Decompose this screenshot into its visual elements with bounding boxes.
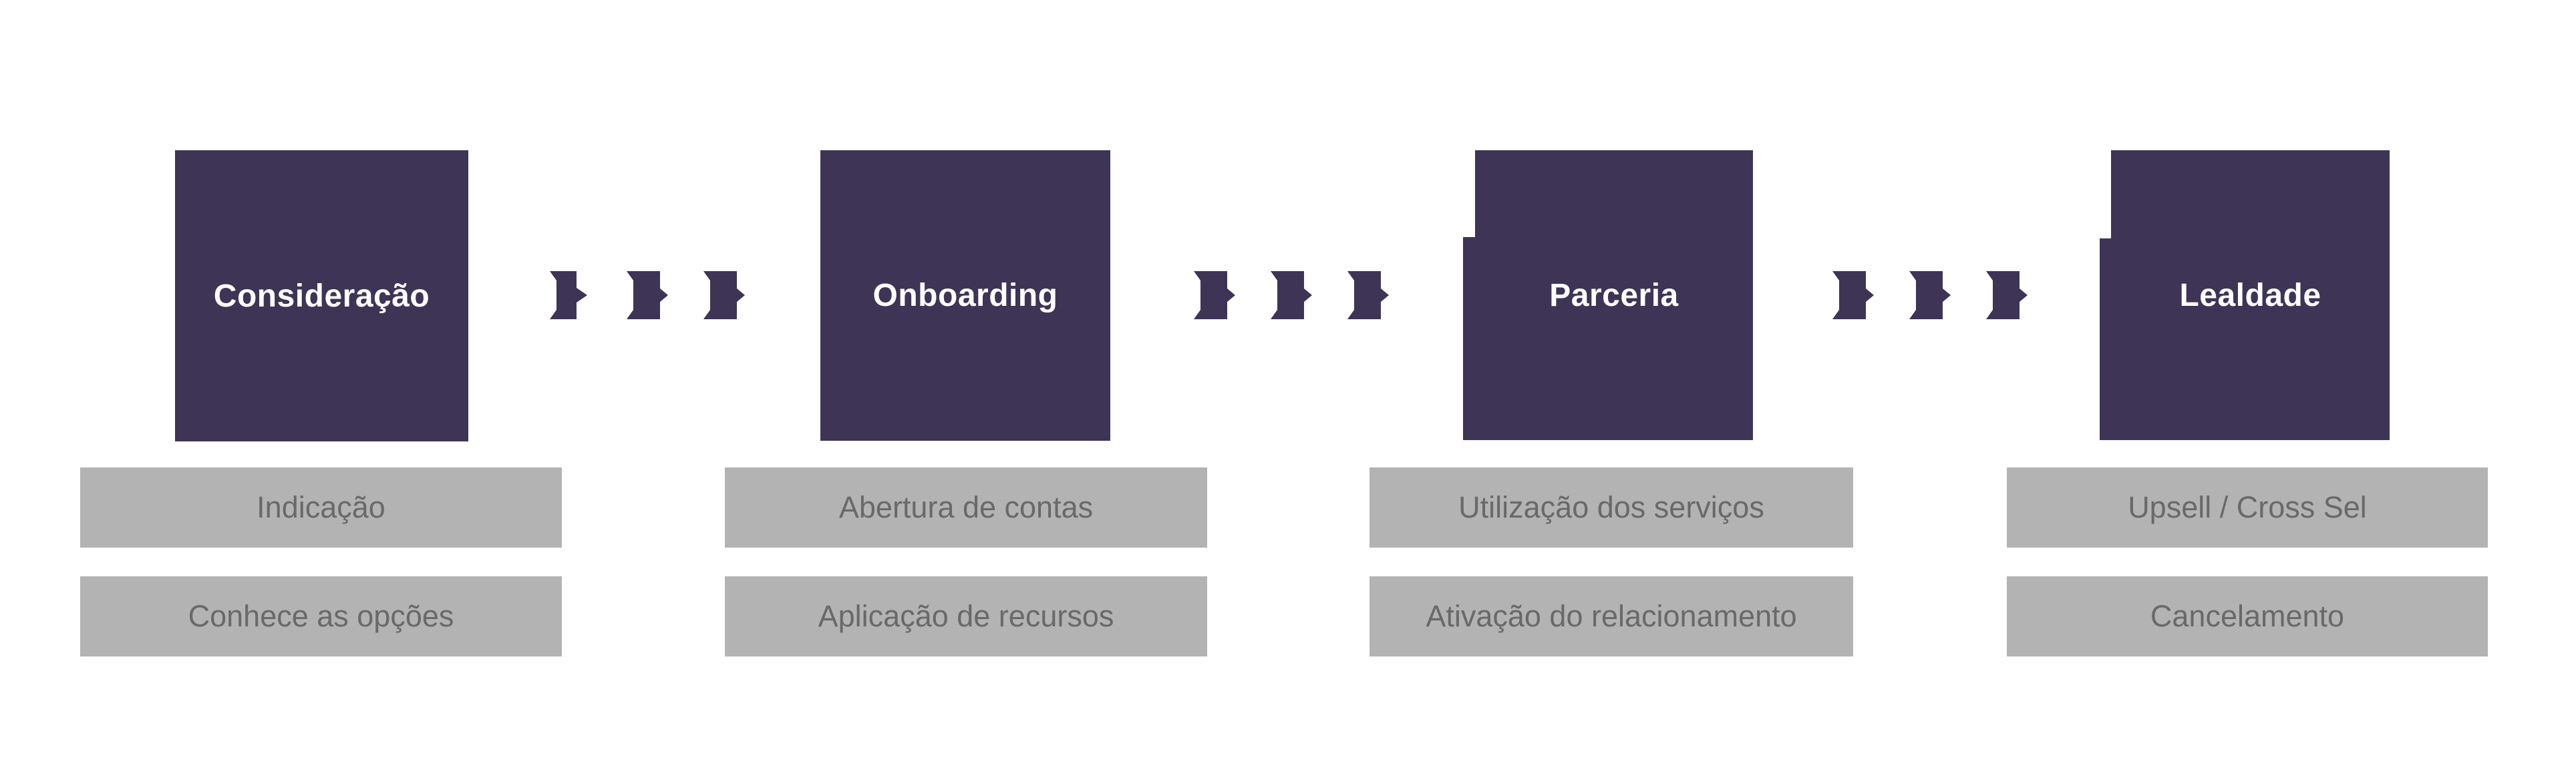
stage-box-3: Parceria <box>1475 150 1753 440</box>
arrow-dash-icon <box>1194 271 1235 319</box>
stage-label: Consideração <box>213 278 430 314</box>
arrow-dash-icon <box>550 271 587 319</box>
arrow-dash-icon <box>1832 271 1874 319</box>
arrow-dash-icon <box>1986 271 2028 319</box>
stage-item-label: Ativação do relacionamento <box>1426 599 1797 633</box>
stage-item-label: Cancelamento <box>2150 599 2345 633</box>
arrow-dash-icon <box>1347 271 1389 319</box>
stage-item-label: Indicação <box>257 490 385 524</box>
stage-item-label: Upsell / Cross Sel <box>2128 490 2367 524</box>
arrow-dash-icon <box>627 271 668 319</box>
arrow-dash-icon <box>1909 271 1951 319</box>
stage-item-bar: Abertura de contas <box>725 467 1207 548</box>
stage-step-rect <box>1463 237 1478 440</box>
stage-label: Parceria <box>1549 277 1679 313</box>
stage-item-bar: Aplicação de recursos <box>725 576 1207 656</box>
stage-item-label: Aplicação de recursos <box>818 599 1114 633</box>
arrow-dash-icon <box>1271 271 1312 319</box>
stage-box-4: Lealdade <box>2111 150 2390 440</box>
stage-item-label: Utilização dos serviços <box>1458 490 1764 524</box>
stage-step-rect <box>2100 238 2114 440</box>
stage-label: Onboarding <box>872 278 1058 313</box>
stage-label: Lealdade <box>2179 277 2321 313</box>
stage-item-bar: Ativação do relacionamento <box>1370 576 1853 656</box>
stage-item-label: Conhece as opções <box>188 599 454 633</box>
stage-item-bar: Indicação <box>80 467 562 548</box>
stage-item-bar: Conhece as opções <box>80 576 562 656</box>
stage-box-2: Onboarding <box>820 150 1110 441</box>
stage-item-bar: Upsell / Cross Sel <box>2007 467 2488 548</box>
stage-item-bar: Utilização dos serviços <box>1370 467 1853 548</box>
stage-box-1: Consideração <box>175 150 468 441</box>
arrow-dash-icon <box>703 271 745 319</box>
stage-item-label: Abertura de contas <box>838 490 1094 524</box>
stage-item-bar: Cancelamento <box>2007 576 2488 656</box>
